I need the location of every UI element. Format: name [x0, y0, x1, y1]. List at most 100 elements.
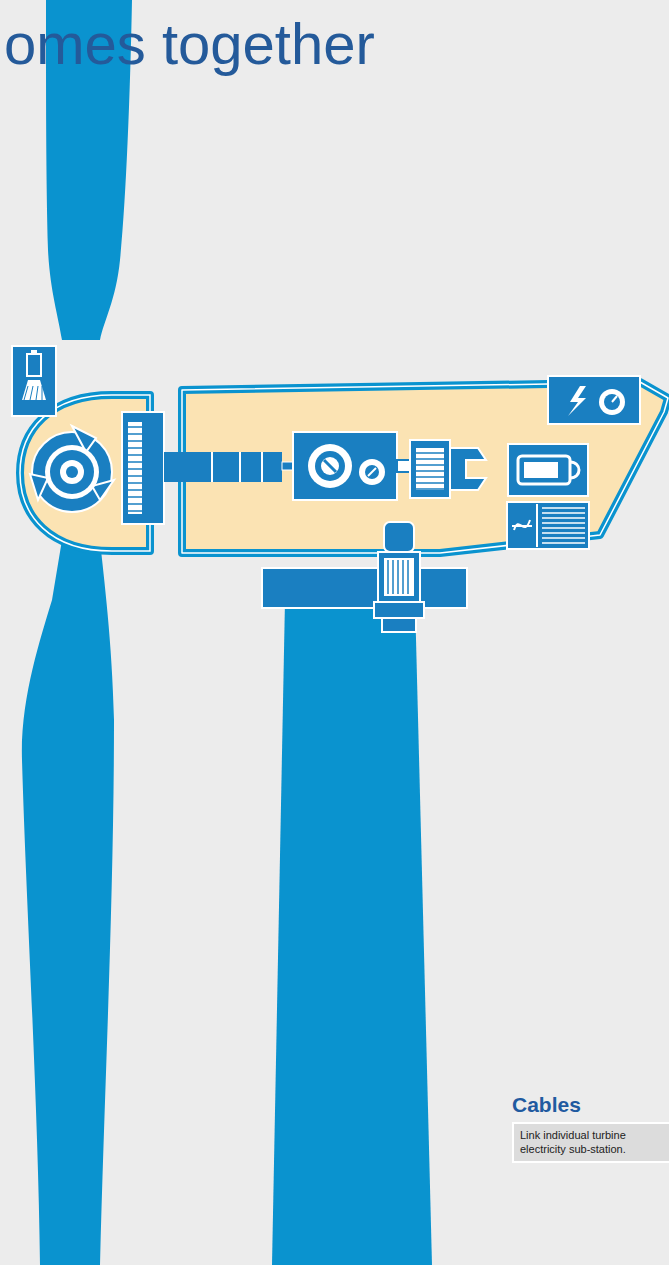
generator [410, 440, 486, 498]
pitch-actuator [31, 350, 37, 354]
main-shaft [212, 452, 262, 482]
gearbox [315, 451, 345, 481]
gearbox [365, 465, 379, 479]
main-bearing [128, 422, 142, 514]
yaw-base [262, 568, 467, 608]
gearbox [368, 468, 376, 476]
yaw-drive [374, 602, 424, 618]
controller [604, 394, 620, 410]
transformer [542, 527, 585, 529]
tower [272, 600, 432, 1265]
generator [416, 464, 444, 466]
main-bearing [128, 461, 142, 463]
generator [416, 470, 444, 472]
main-bearing [128, 433, 142, 435]
rotor-hub [45, 445, 99, 499]
transformer [542, 532, 585, 534]
transformer [542, 517, 585, 519]
rotor-blade [22, 540, 114, 1265]
converter [508, 444, 588, 496]
transformer [542, 512, 585, 514]
main-bearing [128, 475, 142, 477]
main-bearing [128, 489, 142, 491]
gearbox [359, 459, 385, 485]
generator [416, 458, 444, 460]
converter [524, 462, 558, 478]
controller [612, 396, 617, 402]
generator [416, 476, 444, 478]
controller [568, 386, 586, 416]
main-bearing [128, 482, 142, 484]
main-bearing [128, 447, 142, 449]
callout-box: CablesLink individual turbine electricit… [512, 1092, 669, 1163]
rotor-hub [30, 426, 114, 512]
transformer [542, 522, 585, 524]
converter [508, 444, 588, 496]
generator [416, 453, 444, 489]
yaw-drive [392, 560, 394, 594]
rotor-hub [66, 466, 78, 478]
yaw-drive [384, 558, 414, 596]
pitch-actuator [12, 346, 56, 416]
yaw-drive [374, 522, 424, 632]
gearbox [321, 457, 339, 475]
yaw-drive [402, 560, 404, 594]
generator [410, 440, 450, 498]
generator [416, 488, 444, 490]
main-bearing [128, 503, 142, 505]
gearbox [293, 432, 397, 500]
transformer [512, 520, 532, 530]
rotor-hub [60, 460, 84, 484]
main-bearing [128, 426, 142, 428]
tower [272, 600, 432, 1265]
yaw-drive [397, 560, 399, 594]
callout-text: Link individual turbine electricity sub-… [520, 1128, 663, 1157]
main-bearing [128, 496, 142, 498]
main-bearing [128, 510, 142, 512]
pitch-actuator [22, 380, 46, 400]
generator [450, 448, 486, 490]
gearbox [308, 444, 352, 488]
main-shaft [282, 462, 293, 470]
main-bearing [122, 412, 164, 524]
brake-coupling [397, 460, 410, 472]
rotor-hub [30, 426, 114, 500]
converter [518, 456, 570, 484]
transformer [536, 504, 538, 547]
main-shaft [164, 452, 282, 482]
converter [570, 462, 579, 478]
controller [548, 376, 640, 424]
brake-coupling [397, 460, 410, 472]
yaw-drive [407, 560, 409, 594]
callout-heading: Cables [512, 1092, 669, 1117]
generator [416, 452, 444, 454]
title: omes together [4, 12, 375, 76]
pitch-actuator [24, 386, 42, 400]
transformer [542, 508, 585, 543]
main-bearing [128, 454, 142, 456]
main-bearing [128, 468, 142, 470]
yaw-drive [378, 552, 420, 602]
transformer [542, 507, 585, 509]
generator [416, 482, 444, 484]
generator [416, 448, 444, 490]
main-bearing [128, 440, 142, 442]
rotor-hub [50, 450, 94, 494]
yaw-drive [384, 522, 414, 552]
transformer [542, 542, 585, 544]
yaw-drive [387, 560, 389, 594]
main-bearing [128, 427, 142, 511]
pitch-actuator [12, 346, 56, 416]
controller [599, 389, 625, 415]
main-bearing [122, 412, 164, 524]
yaw-drive [382, 618, 416, 632]
gearbox [324, 460, 336, 472]
transformer [542, 537, 585, 539]
main-shaft [164, 452, 293, 482]
callout-panel: Link individual turbine electricity sub-… [512, 1122, 669, 1163]
yaw-drive [388, 560, 408, 594]
transformer [507, 502, 589, 549]
